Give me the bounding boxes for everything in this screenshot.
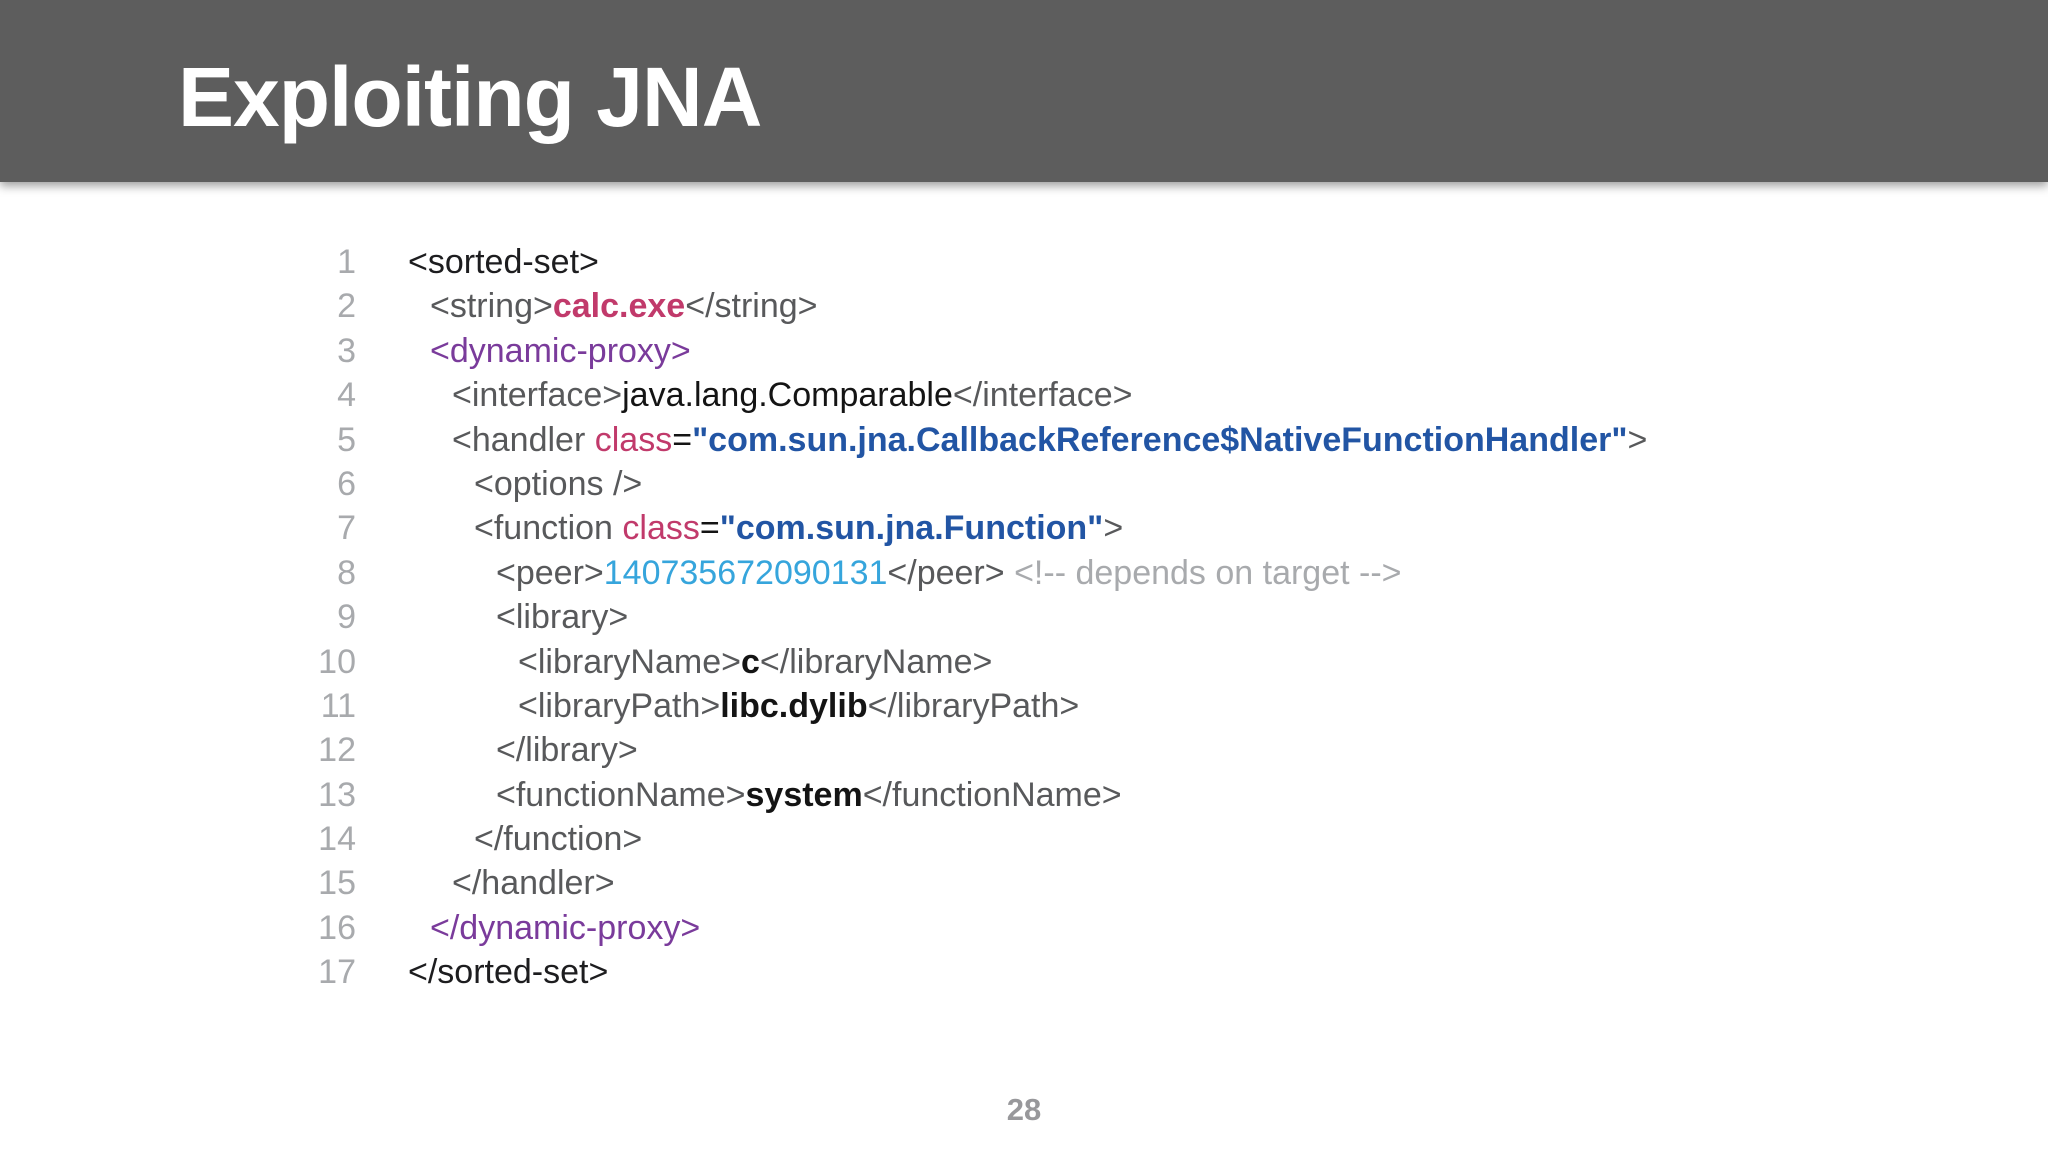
code-segment: </sorted-set>: [408, 953, 609, 992]
code-text: </dynamic-proxy>: [408, 906, 700, 950]
code-segment: <!-- depends on target -->: [1004, 553, 1402, 592]
code-segment: <function: [474, 509, 623, 548]
code-line: 4 <interface>java.lang.Comparable</interf…: [300, 373, 1647, 417]
code-line: 8 <peer>140735672090131</peer> <!-- depen…: [300, 551, 1647, 595]
code-segment: =: [672, 420, 693, 459]
code-text: <handler class="com.sun.jna.CallbackRefe…: [408, 418, 1647, 462]
code-line: 1 <sorted-set>: [300, 240, 1647, 284]
code-line: 10 <libraryName>c</libraryName>: [300, 640, 1647, 684]
line-number: 5: [337, 420, 356, 459]
code-segment: <libraryName>: [518, 642, 741, 681]
line-number: 15: [318, 864, 356, 903]
line-number: 13: [318, 775, 356, 814]
code-segment: class: [622, 509, 700, 548]
line-number: 2: [337, 287, 356, 326]
code-text: <libraryPath>libc.dylib</libraryPath>: [408, 684, 1079, 728]
line-number: 17: [318, 953, 356, 992]
line-number: 4: [337, 376, 356, 415]
line-number: 8: [337, 553, 356, 592]
code-segment: <handler: [452, 420, 595, 459]
code-segment: "com.sun.jna.Function": [719, 509, 1104, 548]
line-number: 14: [318, 820, 356, 859]
code-segment: </library>: [496, 731, 638, 770]
code-segment: </libraryName>: [759, 642, 993, 681]
code-segment: system: [745, 775, 863, 814]
code-segment: >: [1627, 420, 1648, 459]
code-segment: </string>: [685, 287, 818, 326]
code-segment: <peer>: [496, 553, 604, 592]
code-line: 6 <options />: [300, 462, 1647, 506]
code-text: <string>calc.exe</string>: [408, 284, 818, 328]
code-line: 12 </library>: [300, 728, 1647, 772]
code-segment: <options />: [474, 464, 643, 503]
page-number: 28: [1006, 1092, 1042, 1127]
code-text: <sorted-set>: [408, 240, 599, 284]
code-segment: c: [740, 642, 760, 681]
code-segment: class: [594, 420, 673, 459]
code-segment: 140735672090131: [603, 553, 888, 592]
code-segment: </dynamic-proxy>: [430, 908, 701, 947]
code-text: </library>: [408, 728, 638, 772]
code-line: 13 <functionName>system</functionName>: [300, 773, 1647, 817]
code-segment: <libraryPath>: [518, 686, 721, 725]
code-segment: <dynamic-proxy>: [430, 331, 691, 370]
code-segment: </peer>: [887, 553, 1005, 592]
code-segment: <interface>: [452, 376, 623, 415]
code-segment: <sorted-set>: [408, 243, 599, 281]
line-number: 7: [337, 509, 356, 548]
code-line: 9 <library>: [300, 595, 1647, 639]
code-line: 3 <dynamic-proxy>: [300, 329, 1647, 373]
code-segment: </function>: [474, 820, 643, 859]
code-segment: </interface>: [952, 376, 1133, 415]
code-text: </handler>: [408, 861, 615, 905]
code-text: <function class="com.sun.jna.Function">: [408, 506, 1123, 550]
code-segment: "com.sun.jna.CallbackReference$NativeFun…: [692, 420, 1628, 459]
code-text: <peer>140735672090131</peer> <!-- depend…: [408, 551, 1402, 595]
code-text: <library>: [408, 595, 628, 639]
code-line: 2 <string>calc.exe</string>: [300, 284, 1647, 328]
line-number: 1: [337, 243, 356, 281]
code-segment: <library>: [496, 598, 629, 637]
code-text: </function>: [408, 817, 642, 861]
code-line: 15 </handler>: [300, 861, 1647, 905]
line-number: 16: [318, 908, 356, 947]
line-number: 6: [337, 464, 356, 503]
code-segment: <string>: [430, 287, 553, 326]
code-segment: java.lang.Comparable: [622, 376, 953, 415]
code-line: 17 </sorted-set>: [300, 950, 1647, 994]
code-segment: calc.exe: [552, 287, 686, 326]
code-text: </sorted-set>: [408, 950, 608, 994]
code-text: <interface>java.lang.Comparable</interfa…: [408, 373, 1132, 417]
code-text: <options />: [408, 462, 642, 506]
line-number: 12: [318, 731, 356, 770]
code-line: 16 </dynamic-proxy>: [300, 906, 1647, 950]
code-segment: </libraryPath>: [867, 686, 1080, 725]
line-number: 11: [320, 686, 356, 725]
code-segment: >: [1103, 509, 1124, 548]
code-segment: <functionName>: [496, 775, 746, 814]
line-number: 3: [337, 331, 356, 370]
code-text: <libraryName>c</libraryName>: [408, 640, 992, 684]
code-segment: </functionName>: [862, 775, 1122, 814]
code-line: 5 <handler class="com.sun.jna.CallbackRef…: [300, 418, 1647, 462]
line-number: 9: [337, 598, 356, 637]
code-segment: </handler>: [452, 864, 615, 903]
page-title: Exploiting JNA: [178, 49, 762, 144]
slide-header: Exploiting JNA: [0, 0, 2048, 182]
code-text: <dynamic-proxy>: [408, 329, 691, 373]
code-line: 14 </function>: [300, 817, 1647, 861]
code-block: 1<sorted-set>2<string>calc.exe</string>3…: [300, 240, 1647, 995]
code-text: <functionName>system</functionName>: [408, 773, 1122, 817]
code-segment: =: [699, 509, 720, 548]
code-segment: libc.dylib: [720, 686, 868, 725]
code-line: 11 <libraryPath>libc.dylib</libraryPath>: [300, 684, 1647, 728]
line-number: 10: [318, 642, 356, 681]
code-line: 7 <function class="com.sun.jna.Function">: [300, 506, 1647, 550]
